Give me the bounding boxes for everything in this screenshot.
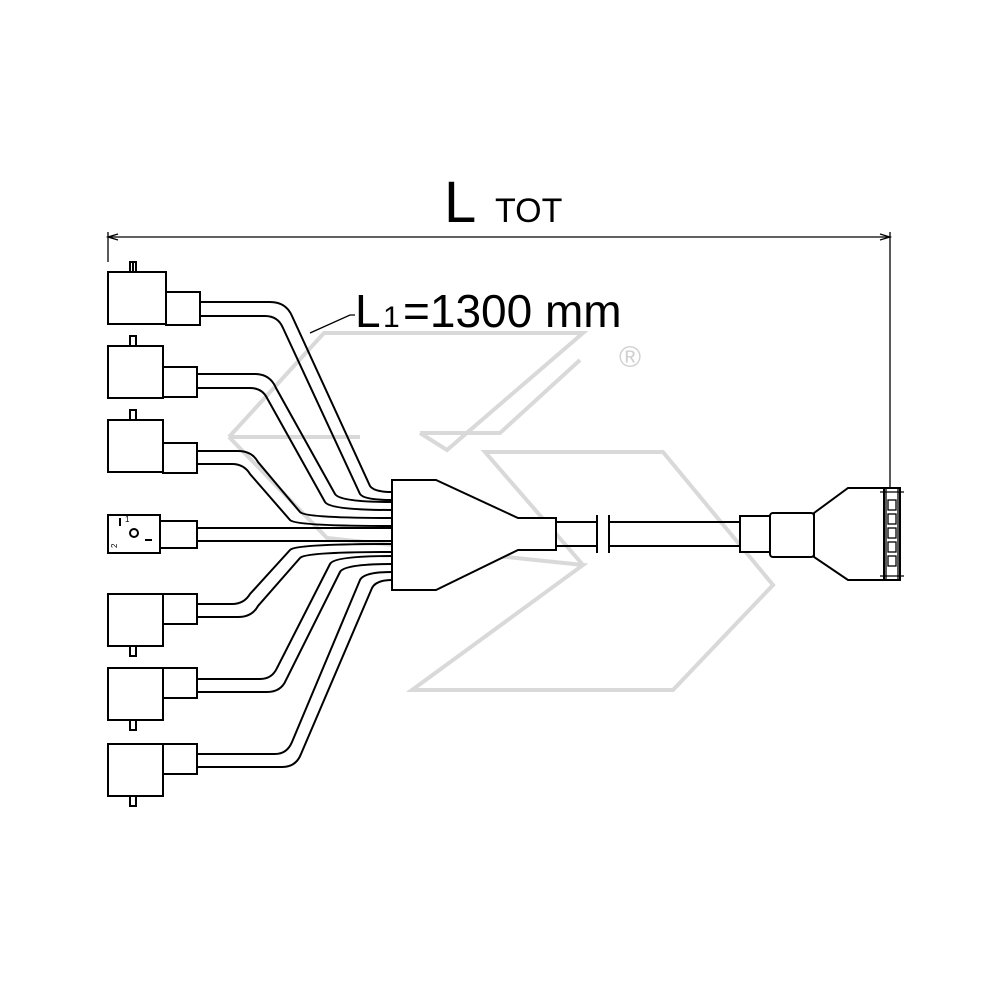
connector-3 — [107, 409, 198, 474]
connector-7 — [107, 743, 198, 807]
connector-5 — [107, 593, 198, 657]
registered-mark: ® — [619, 341, 641, 374]
branch-length-label: L — [355, 285, 381, 337]
connector-2 — [107, 335, 198, 399]
junction-block — [391, 479, 557, 591]
main-plug — [739, 487, 904, 581]
total-length-subscript: TOT — [495, 192, 562, 230]
connector-6 — [107, 667, 198, 731]
total-length-dimension: L TOT — [105, 170, 893, 490]
branch-length-annotation: L 1 =1300 mm — [309, 285, 622, 337]
branch-cables — [197, 301, 393, 768]
pin-label-1: 1 — [125, 515, 130, 524]
connector-1 — [107, 261, 201, 326]
main-cable — [556, 515, 740, 553]
total-length-label: L — [444, 170, 476, 235]
connector-4-indicator: 2 1 — [107, 514, 198, 554]
pin-label-2: 2 — [110, 543, 119, 548]
branch-length-value: =1300 mm — [403, 285, 622, 337]
branch-length-subscript: 1 — [383, 301, 400, 334]
